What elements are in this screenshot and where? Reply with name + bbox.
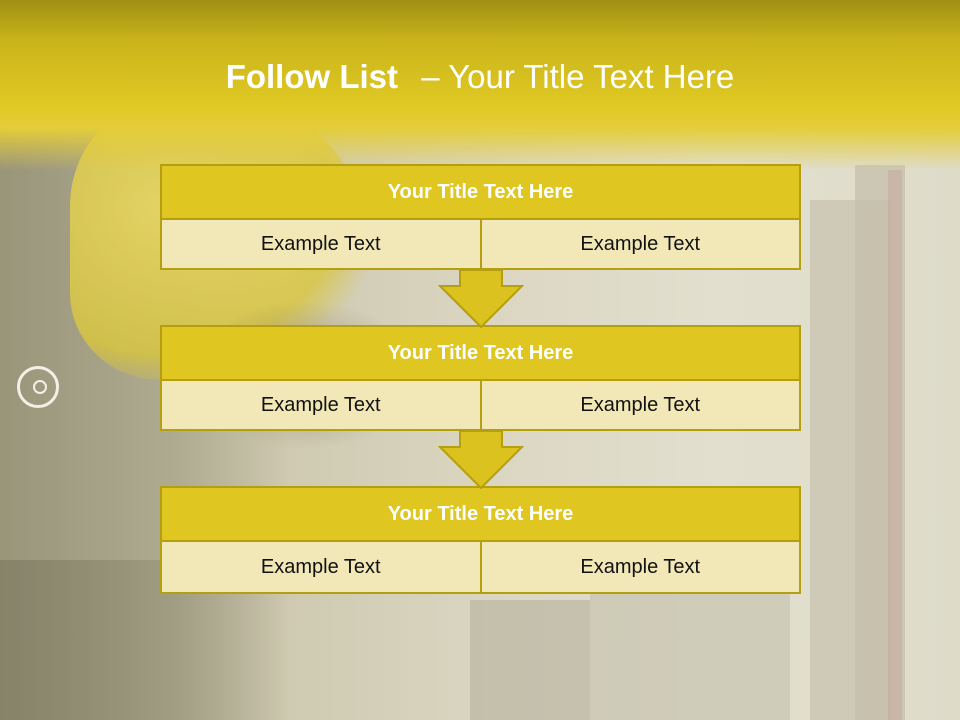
arrow-down-icon: [438, 431, 524, 489]
block-body: Example Text Example Text: [160, 220, 801, 270]
list-block-1: Your Title Text Here Example Text Exampl…: [160, 164, 801, 270]
block-heading: Your Title Text Here: [160, 325, 801, 381]
block-cell-right: Example Text: [479, 381, 799, 429]
block-cell-right: Example Text: [479, 542, 799, 592]
watch-icon: [17, 366, 59, 408]
block-body: Example Text Example Text: [160, 542, 801, 594]
crane-image: [888, 170, 902, 720]
block-cell-right: Example Text: [479, 220, 799, 268]
block-heading: Your Title Text Here: [160, 486, 801, 542]
slide-title: Follow List – Your Title Text Here: [0, 52, 960, 102]
block-heading: Your Title Text Here: [160, 164, 801, 220]
slide-title-bold: Follow List: [225, 58, 399, 95]
arrow-down-icon: [438, 270, 524, 328]
block-cell-left: Example Text: [162, 542, 480, 592]
list-block-3: Your Title Text Here Example Text Exampl…: [160, 486, 801, 594]
block-cell-left: Example Text: [162, 381, 480, 429]
list-block-2: Your Title Text Here Example Text Exampl…: [160, 325, 801, 431]
block-cell-left: Example Text: [162, 220, 480, 268]
slide-title-rest: – Your Title Text Here: [421, 58, 735, 95]
building-image-3: [470, 600, 590, 720]
block-body: Example Text Example Text: [160, 381, 801, 431]
building-image-4: [590, 590, 790, 720]
title-band: [0, 0, 960, 170]
